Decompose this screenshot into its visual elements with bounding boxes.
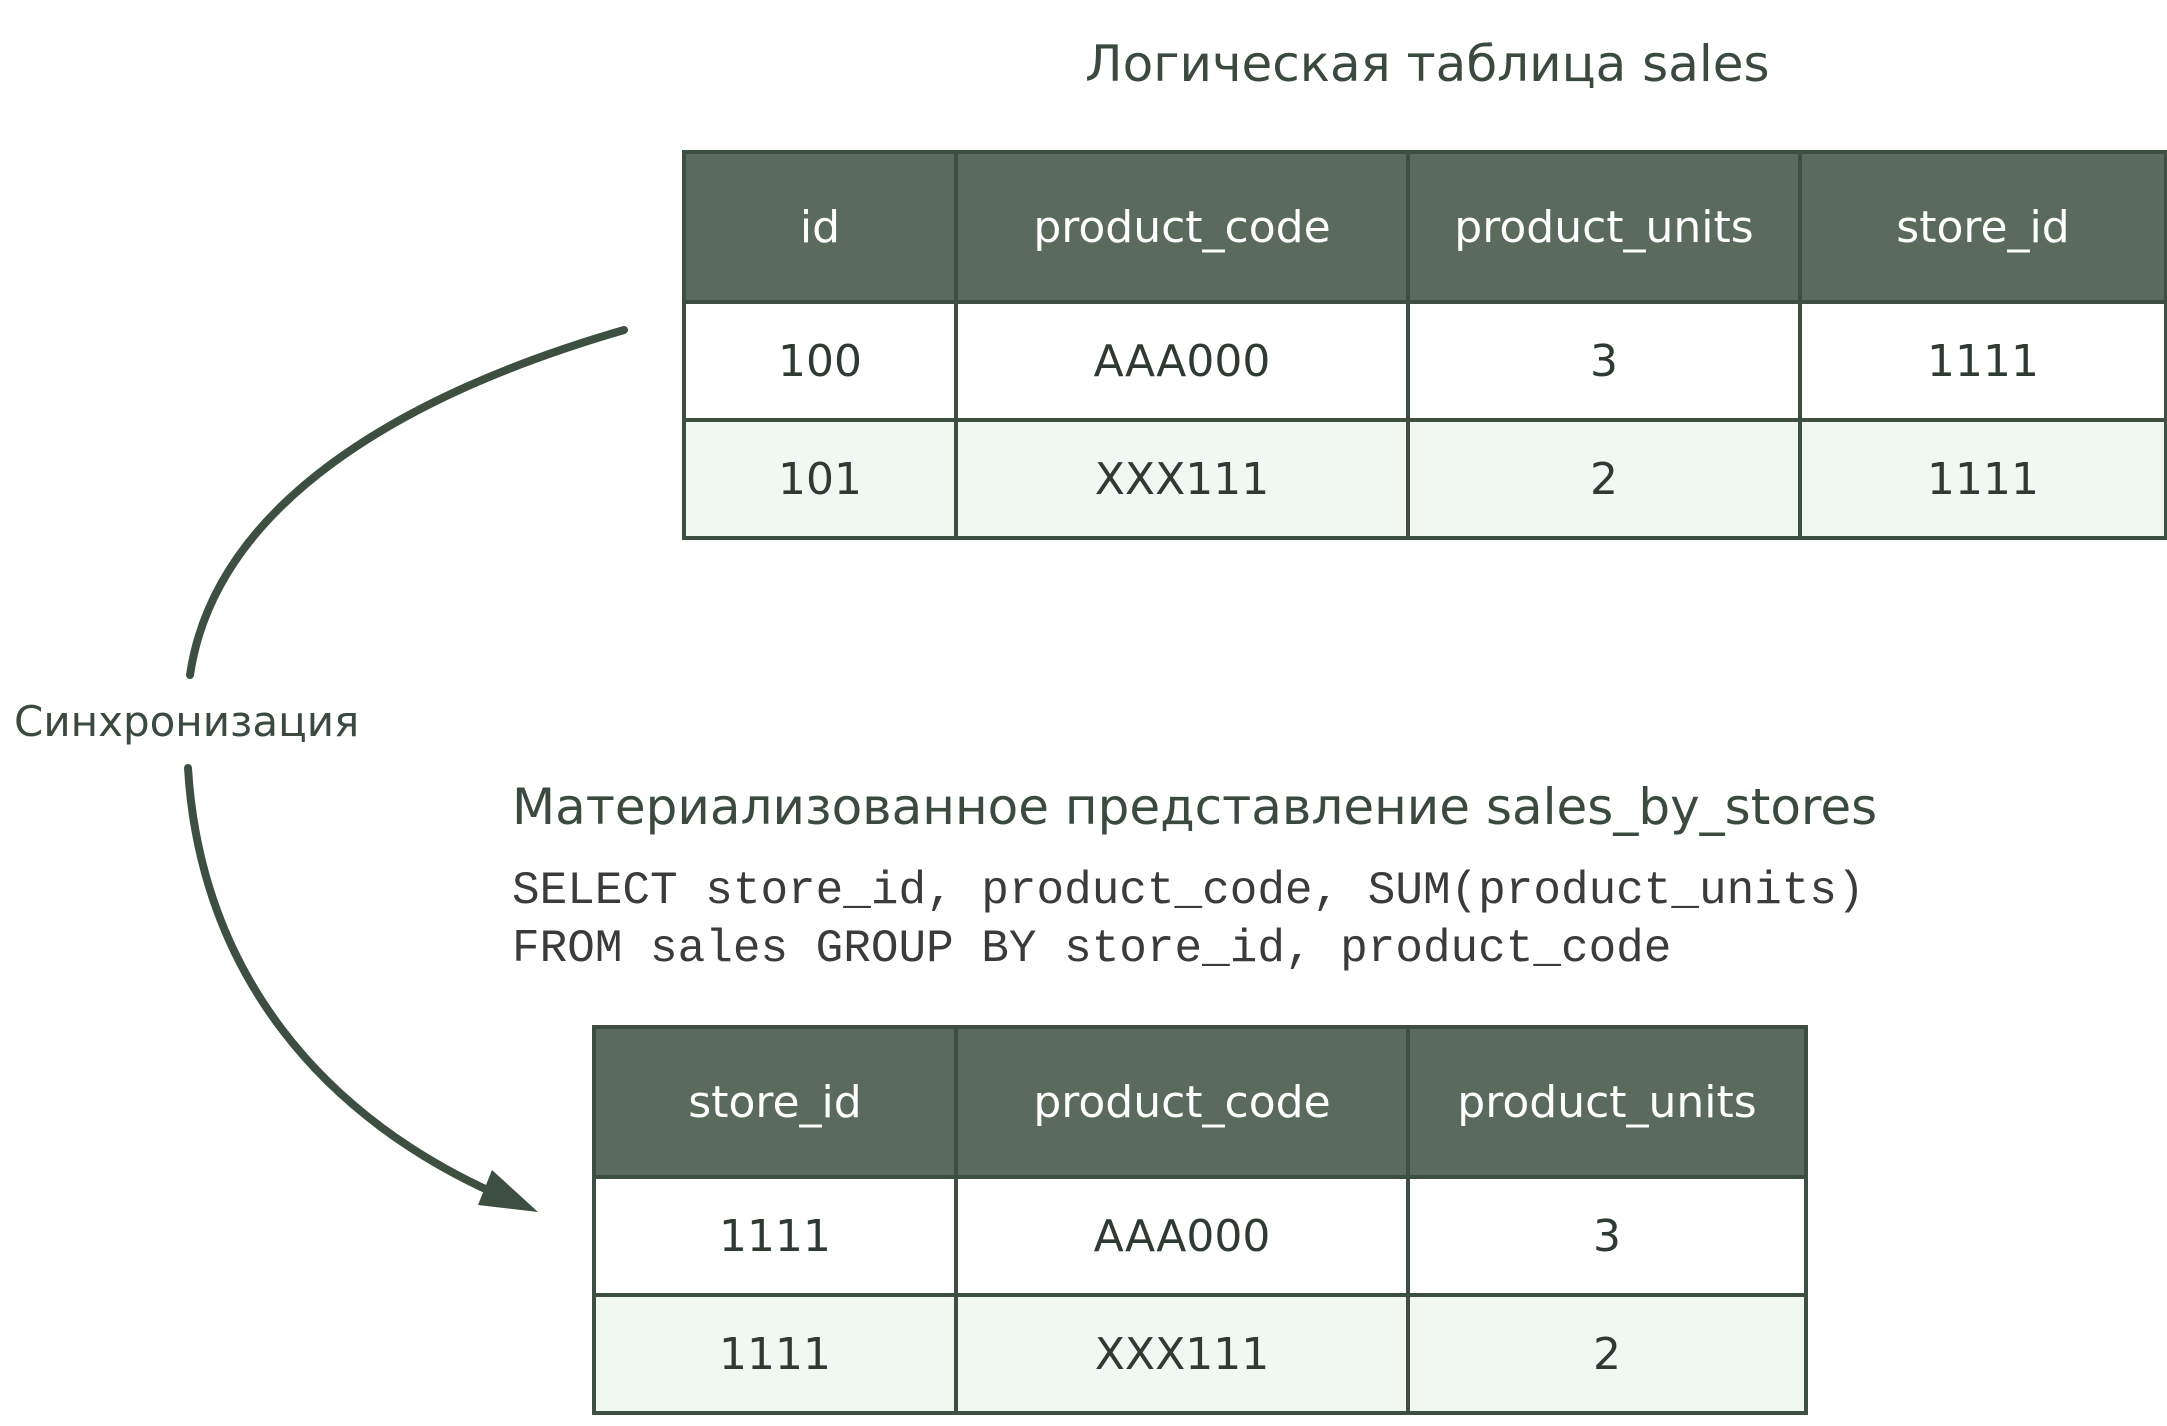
table-cell: AAA000 [954, 300, 1410, 422]
table-cell: 3 [1406, 1175, 1808, 1297]
sync-arrow-lower-curve [184, 764, 514, 1204]
table-cell: 2 [1406, 418, 1802, 540]
sql-query: SELECT store_id, product_code, SUM(produ… [512, 862, 1865, 978]
column-header-store-id: store_id [1798, 150, 2167, 304]
sales-table: id product_code product_units store_id 1… [682, 150, 2167, 540]
table-cell: AAA000 [954, 1175, 1410, 1297]
column-header-product-code: product_code [954, 1025, 1410, 1179]
table-row: 100 AAA000 3 1111 [682, 300, 2167, 422]
table-cell: 100 [682, 300, 958, 422]
table-cell: 1111 [592, 1175, 958, 1297]
table-cell: 2 [1406, 1293, 1808, 1415]
column-header-product-units: product_units [1406, 1025, 1808, 1179]
sales-table-title: Логическая таблица sales [1085, 35, 1770, 93]
materialized-view-title: Материализованное представление sales_by… [512, 778, 1878, 836]
table-cell: 1111 [1798, 418, 2167, 540]
sql-line-2: FROM sales GROUP BY store_id, product_co… [512, 923, 1672, 975]
table-row: 1111 AAA000 3 [592, 1175, 1808, 1297]
column-header-id: id [682, 150, 958, 304]
table-cell: XXX111 [954, 418, 1410, 540]
table-cell: XXX111 [954, 1293, 1410, 1415]
sync-arrowhead-icon [478, 1170, 538, 1212]
table-header-row: id product_code product_units store_id [682, 150, 2167, 304]
table-cell: 1111 [592, 1293, 958, 1415]
column-header-product-code: product_code [954, 150, 1410, 304]
column-header-product-units: product_units [1406, 150, 1802, 304]
sync-label: Синхронизация [14, 697, 360, 746]
table-cell: 3 [1406, 300, 1802, 422]
sales-by-stores-table: store_id product_code product_units 1111… [592, 1025, 1808, 1415]
sql-line-1: SELECT store_id, product_code, SUM(produ… [512, 865, 1865, 917]
column-header-store-id: store_id [592, 1025, 958, 1179]
table-row: 1111 XXX111 2 [592, 1293, 1808, 1415]
table-row: 101 XXX111 2 1111 [682, 418, 2167, 540]
table-cell: 1111 [1798, 300, 2167, 422]
table-header-row: store_id product_code product_units [592, 1025, 1808, 1179]
table-cell: 101 [682, 418, 958, 540]
sync-arrow-upper-curve [186, 326, 628, 679]
